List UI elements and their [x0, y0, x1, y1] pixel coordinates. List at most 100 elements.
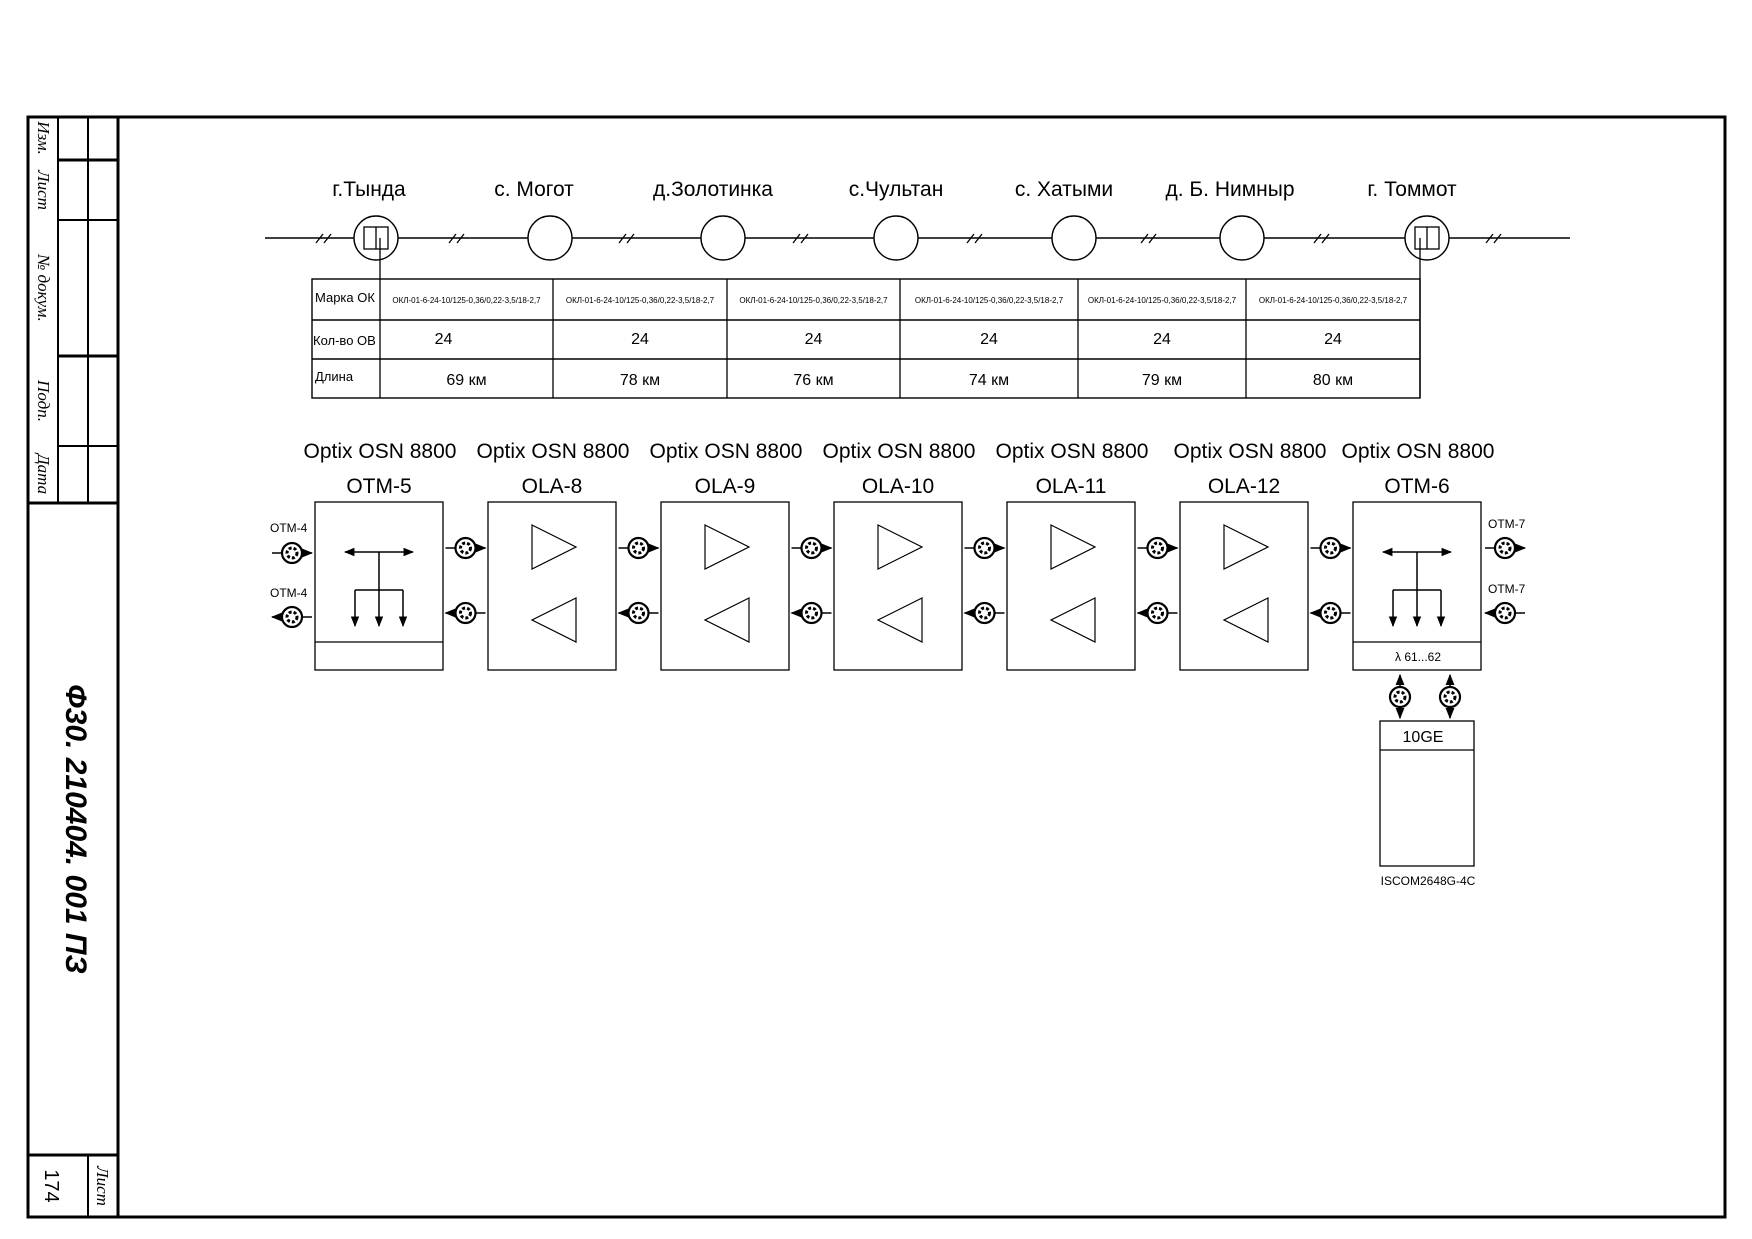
optical-connector [1310, 536, 1352, 560]
table-cell-length: 69 км [446, 372, 486, 389]
city-label: с. Могот [494, 178, 574, 201]
table-cell-length: 79 км [1142, 372, 1182, 389]
table-cell-fibers: 24 [805, 331, 823, 348]
cable-break-mark [792, 233, 809, 244]
table-cell-fibers: 24 [435, 331, 453, 348]
equipment-box-ola-11 [1006, 501, 1136, 671]
optical-connector [617, 601, 659, 625]
table-cell-length: 76 км [793, 372, 833, 389]
optical-connector [1137, 536, 1179, 560]
city-label: г. Томмот [1367, 178, 1457, 201]
sheet-label: Лист [93, 1165, 112, 1206]
amplifier-forward [1050, 524, 1097, 570]
route-node-5 [1051, 215, 1097, 261]
route-node-2 [527, 215, 573, 261]
equipment-name-label: OLA-10 [862, 475, 934, 498]
cable-break-mark [1140, 233, 1157, 244]
stamp-label-izm: Изм. [34, 120, 53, 155]
equipment-model-label: Optix OSN 8800 [477, 440, 630, 463]
equipment-name-label: OLA-11 [1036, 475, 1107, 498]
amplifier-forward [704, 524, 751, 570]
table-cell-cable: ОКЛ-01-6-24-10/125-0,36/0,22-3,5/18-2,7 [392, 296, 541, 305]
cable-break-mark [966, 233, 983, 244]
amplifier-backward [530, 597, 577, 643]
optical-connector [618, 536, 660, 560]
optical-connector [791, 536, 833, 560]
side-stamp-frame [26, 115, 120, 1219]
table-cell-length: 80 км [1313, 372, 1353, 389]
route-node-1 [353, 215, 399, 261]
switch-link [1388, 673, 1412, 720]
optical-connector [444, 601, 486, 625]
city-label: д. Б. Нимныр [1165, 178, 1294, 201]
optical-connector [1485, 536, 1527, 560]
city-label: с. Хатыми [1015, 178, 1113, 201]
equipment-name-label: OTM-5 [346, 475, 411, 498]
drawing-frame [116, 115, 1727, 1219]
optical-connector [1136, 601, 1178, 625]
table-cell-cable: ОКЛ-01-6-24-10/125-0,36/0,22-3,5/18-2,7 [566, 296, 715, 305]
optical-connector [445, 536, 487, 560]
cable-break-mark [315, 233, 332, 244]
cable-break-mark [618, 233, 635, 244]
table-cell-length: 78 км [620, 372, 660, 389]
amplifier-backward [703, 597, 750, 643]
table-cell-fibers: 24 [631, 331, 649, 348]
table-cell-cable: ОКЛ-01-6-24-10/125-0,36/0,22-3,5/18-2,7 [739, 296, 888, 305]
equipment-name-label: OLA-12 [1208, 475, 1280, 498]
row-label-fibers: Кол-во ОВ [313, 333, 376, 348]
cable-table: Марка ОК Кол-во ОВ Длина [311, 278, 1421, 399]
cable-break-mark [1485, 233, 1502, 244]
cable-break-mark [1313, 233, 1330, 244]
table-cell-cable: ОКЛ-01-6-24-10/125-0,36/0,22-3,5/18-2,7 [1088, 296, 1237, 305]
equipment-name-label: OLA-8 [522, 475, 583, 498]
optical-connector [790, 601, 832, 625]
switch-box [1379, 720, 1475, 867]
stamp-label-date: Дата [34, 452, 53, 494]
city-label: д.Золотинка [653, 178, 773, 201]
amplifier-backward [1049, 597, 1096, 643]
row-label-length: Длина [315, 369, 354, 384]
route-node-4 [873, 215, 919, 261]
wavelength-label: λ 61...62 [1395, 650, 1441, 664]
amplifier-forward [877, 524, 924, 570]
city-label: с.Чультан [849, 178, 944, 201]
table-cell-fibers: 24 [1324, 331, 1342, 348]
city-label: г.Тында [332, 178, 406, 201]
equipment-model-label: Optix OSN 8800 [1174, 440, 1327, 463]
equipment-box-ola-8 [487, 501, 617, 671]
equipment-name-label: OLA-9 [695, 475, 756, 498]
route-node-6 [1219, 215, 1265, 261]
switch-model-label: ISCOM2648G-4C [1381, 874, 1476, 888]
equipment-model-label: Optix OSN 8800 [823, 440, 976, 463]
sheet-number: 174 [40, 1169, 62, 1202]
optical-connector [1309, 601, 1351, 625]
optical-connector [964, 536, 1006, 560]
route-node-3 [700, 215, 746, 261]
stamp-label-sign: Подп. [34, 379, 53, 422]
amplifier-forward [1223, 524, 1270, 570]
equipment-model-label: Optix OSN 8800 [650, 440, 803, 463]
equipment-model-label: Optix OSN 8800 [1342, 440, 1495, 463]
equipment-box-otm-6 [1352, 501, 1482, 671]
row-label-cable: Марка ОК [315, 290, 375, 305]
table-cell-fibers: 24 [980, 331, 998, 348]
switch-port-label: 10GE [1403, 729, 1444, 746]
equipment-box-ola-10 [833, 501, 963, 671]
equipment-model-label: Optix OSN 8800 [996, 440, 1149, 463]
optical-connector [272, 541, 314, 565]
equipment-box-otm-5 [314, 501, 444, 671]
optical-connector [1483, 601, 1525, 625]
optical-connector [270, 605, 312, 629]
optical-connector [963, 601, 1005, 625]
port-label-right-bottom: OTM-7 [1488, 582, 1526, 596]
amplifier-backward [1222, 597, 1269, 643]
document-code: Ф30. 210404. 001 ПЗ [59, 684, 92, 973]
port-label-right-top: OTM-7 [1488, 517, 1526, 531]
equipment-model-label: Optix OSN 8800 [304, 440, 457, 463]
stamp-label-list: Лист [34, 169, 53, 210]
equipment-box-ola-9 [660, 501, 790, 671]
equipment-box-ola-12 [1179, 501, 1309, 671]
table-cell-cable: ОКЛ-01-6-24-10/125-0,36/0,22-3,5/18-2,7 [915, 296, 1064, 305]
